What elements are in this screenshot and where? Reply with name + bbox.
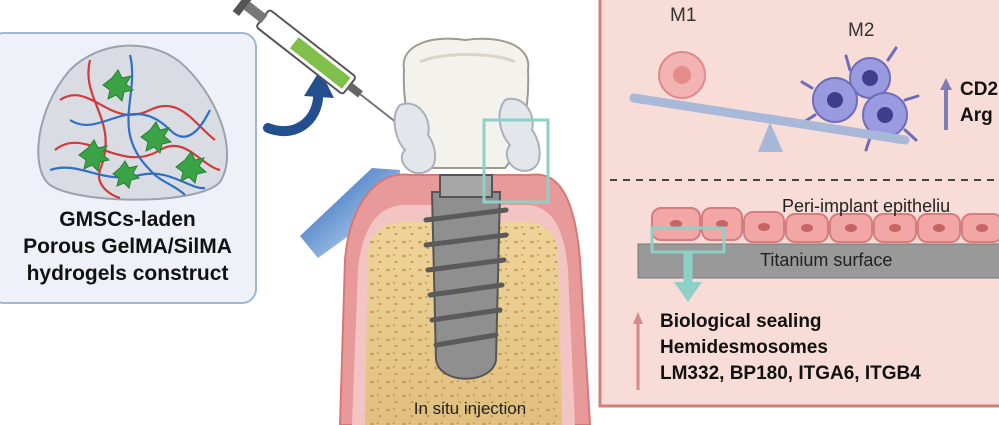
injection-label: In situ injection	[413, 399, 527, 418]
polymer-fibers	[49, 54, 221, 200]
m1-macrophage	[658, 51, 706, 99]
marker-line-1: CD2	[960, 79, 999, 100]
construct-caption: GMSCs-laden Porous GelMA/SilMA hydrogels…	[0, 206, 255, 287]
balance-fulcrum	[758, 122, 783, 152]
titanium-bar	[637, 243, 999, 279]
construct-line-1: GMSCs-laden	[59, 208, 196, 231]
hydrogel-deposit-left	[393, 102, 437, 175]
m1-label: M1	[670, 5, 697, 26]
outcome-line-2: Hemidesmosomes	[660, 337, 828, 358]
implant-fixture	[423, 174, 509, 380]
outcome-line-1: Biological sealing	[660, 311, 822, 332]
marker-text: CD2 Arg	[960, 77, 998, 129]
construct-line-3: hydrogels construct	[26, 262, 229, 285]
balance-beam	[629, 93, 910, 145]
outcome-text: Biological sealing Hemidesmosomes LM332,…	[660, 309, 921, 387]
transfer-arrow-head	[304, 70, 334, 98]
construct-line-2: Porous GelMA/SilMA	[23, 235, 232, 258]
gmsc-cells	[78, 69, 208, 189]
hydrogel-deposit-right	[498, 97, 541, 172]
m2-macrophages	[812, 57, 908, 138]
epithelium-label: Peri-implant epitheliu	[782, 196, 951, 216]
epithelial-nuclei	[670, 220, 988, 232]
m2-projections	[800, 46, 920, 152]
m2-label: M2	[848, 20, 875, 41]
titanium-label: Titanium surface	[760, 250, 893, 270]
zoom-highlight-box	[482, 118, 550, 204]
marker-line-2: Arg	[960, 105, 993, 126]
transfer-arrow	[263, 87, 324, 137]
outcome-line-3: LM332, BP180, ITGA6, ITGB4	[660, 363, 921, 384]
syringe-icon	[232, 0, 406, 130]
